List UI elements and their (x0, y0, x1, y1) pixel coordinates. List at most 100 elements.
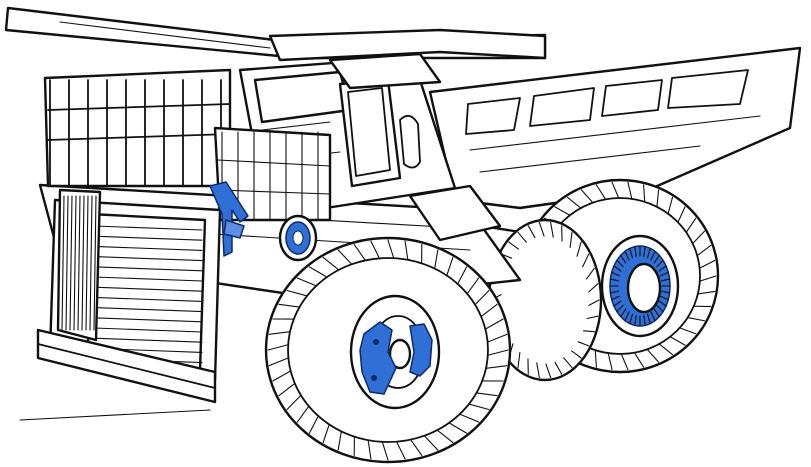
detail-line (685, 217, 697, 233)
detail-line (93, 256, 203, 262)
detail-line (381, 441, 389, 461)
detail-line (387, 239, 395, 259)
detail-line (485, 365, 508, 369)
detail-line (653, 308, 660, 318)
detail-line (656, 189, 660, 208)
detail-line (448, 422, 468, 434)
front-brake-caliper (359, 321, 433, 395)
detail-line (517, 352, 521, 369)
detail-line (650, 311, 656, 322)
detail-line (487, 333, 508, 343)
detail-line (353, 243, 366, 261)
detail-line (217, 159, 331, 167)
detail-line (459, 413, 480, 423)
detail-line (566, 196, 582, 209)
detail-line (667, 196, 674, 215)
detail-line (527, 225, 536, 239)
detail-line (580, 189, 594, 204)
detail-line (85, 195, 89, 331)
detail-line (93, 266, 203, 272)
detail-line (658, 343, 674, 356)
detail-line (93, 307, 203, 313)
detail-line (545, 363, 552, 379)
detail-line (61, 195, 65, 331)
detail-line (484, 318, 504, 330)
detail-line (569, 231, 573, 248)
detail-line (620, 254, 627, 264)
detail-line (337, 430, 342, 451)
detail-line (434, 249, 439, 270)
detail-line (278, 382, 296, 397)
detail-line (660, 295, 669, 301)
detail-line (609, 278, 619, 282)
detail-line (423, 435, 439, 451)
detail-line (487, 349, 509, 356)
detail-line (47, 133, 231, 141)
detail-line (646, 313, 651, 325)
detail-line (47, 103, 231, 111)
detail-line (554, 361, 563, 375)
detail-line (650, 250, 656, 261)
detail-line (93, 245, 203, 251)
detail-line (554, 206, 571, 216)
detail-line (93, 235, 203, 241)
detail-line (278, 303, 301, 308)
detail-line (607, 352, 613, 371)
detail-line (629, 313, 634, 325)
detail-line (620, 353, 629, 371)
detail-line (81, 195, 85, 331)
detail-line (538, 221, 545, 237)
detail-line (322, 256, 340, 271)
detail-line (93, 286, 203, 292)
detail-line (296, 277, 317, 287)
detail-line (656, 259, 664, 268)
detail-line (446, 256, 454, 277)
front-bumper (36, 328, 217, 404)
detail-line (616, 259, 624, 268)
detail-line (517, 231, 527, 243)
detail-line (633, 352, 645, 368)
front-wheel (264, 236, 512, 464)
detail-line (616, 304, 624, 313)
detail-line (634, 246, 637, 258)
detail-line (660, 271, 669, 277)
detail-line (624, 311, 630, 322)
detail-line (436, 429, 454, 444)
detail-line (474, 289, 490, 306)
detail-line (624, 250, 630, 261)
detail-line (367, 439, 372, 460)
detail-line (661, 278, 671, 282)
detail-line (679, 327, 697, 335)
detail-line (696, 244, 712, 257)
detail-line (588, 299, 600, 306)
steering-bracket (209, 181, 249, 257)
detail-line (669, 336, 686, 346)
detail-line (404, 240, 409, 261)
detail-line (337, 249, 353, 265)
detail-line (267, 344, 289, 351)
upper-deck-railing (43, 68, 332, 222)
detail-line (594, 349, 597, 368)
detail-line (697, 290, 716, 295)
detail-line (77, 195, 81, 331)
detail-line (577, 341, 590, 347)
detail-line (69, 195, 73, 331)
detail-line (646, 247, 651, 259)
detail-line (620, 308, 627, 318)
detail-line (699, 259, 716, 269)
detail-line (73, 195, 77, 331)
detail-line (661, 290, 671, 294)
front-hub-disc (278, 214, 318, 262)
detail-line (611, 181, 620, 199)
detail-line (508, 241, 519, 250)
detail-line (656, 304, 664, 313)
detail-line (646, 348, 660, 363)
detail-line (480, 303, 498, 318)
detail-line (550, 221, 554, 238)
detail-line (322, 423, 330, 444)
detail-line (643, 246, 646, 258)
detail-line (536, 362, 540, 379)
detail-line (93, 327, 203, 333)
front-grille (48, 188, 222, 382)
